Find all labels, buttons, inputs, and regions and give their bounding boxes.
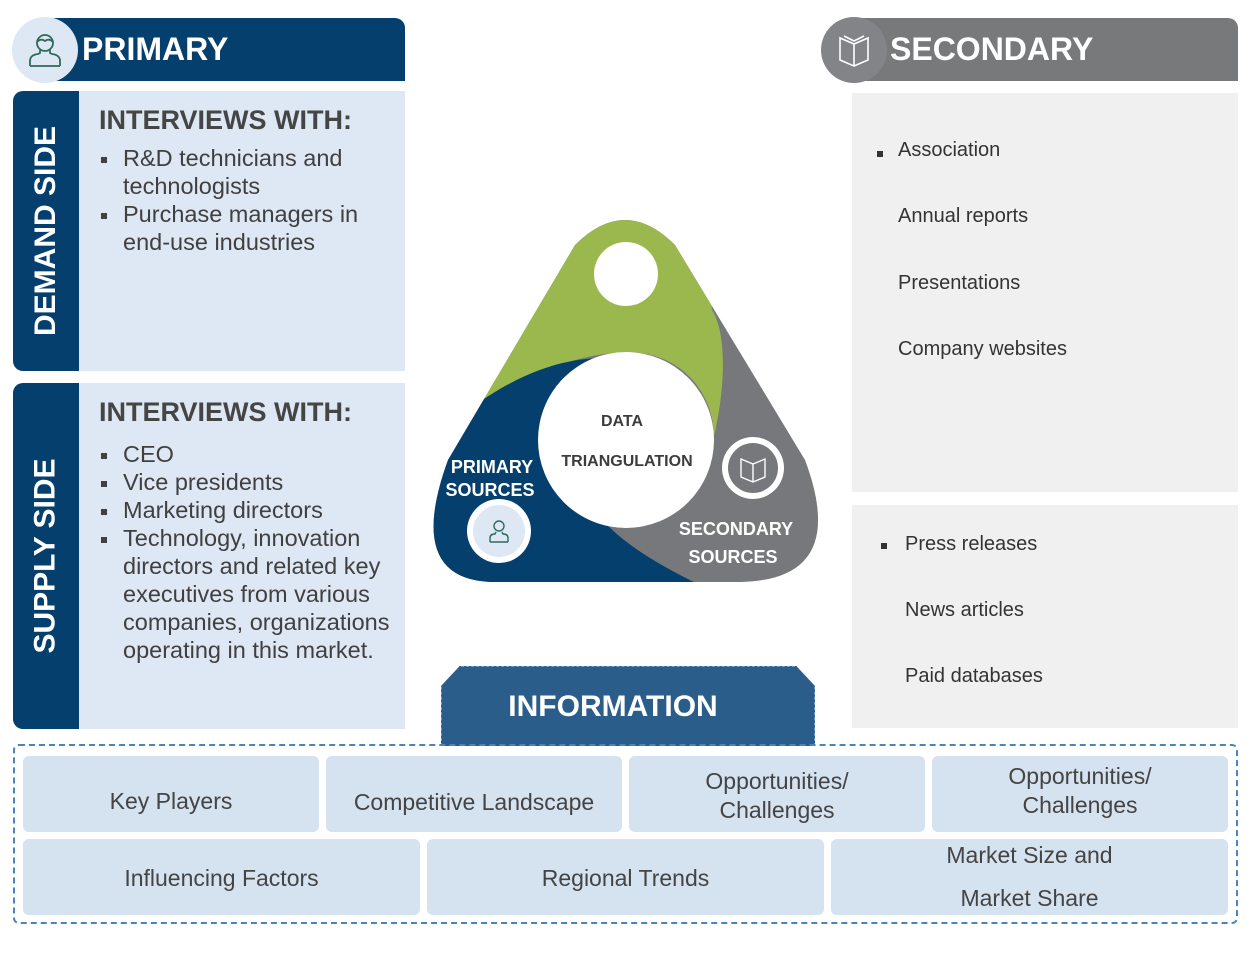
data-triangulation-diagram: DATA TRIANGULATION PRIMARY SOURCES SECON…	[433, 220, 819, 582]
supply-heading: INTERVIEWS WITH:	[99, 397, 352, 427]
info-cell-influencing-factors: Influencing Factors	[23, 839, 420, 915]
top-circle	[594, 242, 658, 306]
list-item: Marketing directors	[99, 496, 401, 524]
list-item: News articles	[905, 599, 1024, 621]
person-icon	[467, 499, 531, 563]
person-icon	[12, 17, 78, 83]
center-circle	[538, 352, 714, 528]
list-item: Paid databases	[905, 665, 1043, 687]
secondary-sources-box-2: Press releases News articles Paid databa…	[852, 505, 1238, 728]
primary-header: PRIMARY	[40, 18, 405, 81]
secondary-title: SECONDARY	[890, 31, 1094, 67]
info-cell-regional-trends: Regional Trends	[427, 839, 824, 915]
list-item: Association	[898, 139, 1001, 161]
info-cell-market-size: Market Size and Market Share	[831, 839, 1228, 915]
primary-label-1: PRIMARY	[451, 457, 533, 477]
demand-side-panel: INTERVIEWS WITH: R&D technicians and tec…	[79, 91, 405, 371]
list-item: Press releases	[905, 533, 1038, 555]
list-item: Company websites	[898, 338, 1067, 360]
center-label-2: TRIANGULATION	[561, 453, 692, 470]
demand-heading: INTERVIEWS WITH:	[99, 105, 352, 135]
book-icon	[722, 437, 784, 499]
secondary-label-2: SOURCES	[688, 547, 777, 567]
demand-side-label: DEMAND SIDE	[13, 91, 79, 371]
information-tab: INFORMATION	[441, 666, 815, 746]
list-item: Purchase managers in end-use industries	[99, 200, 405, 256]
primary-title: PRIMARY	[82, 31, 229, 67]
center-label-1: DATA	[601, 413, 644, 430]
information-container	[13, 744, 1238, 924]
info-cell-opportunities-challenges: Opportunities/ Challenges	[629, 756, 925, 832]
supply-side-panel: INTERVIEWS WITH: CEO Vice presidents Mar…	[79, 383, 405, 729]
list-item: CEO	[99, 440, 401, 468]
supply-side-label: SUPPLY SIDE	[13, 383, 79, 729]
info-cell-opportunities-challenges-2: Opportunities/ Challenges	[932, 756, 1228, 832]
list-item: Presentations	[898, 272, 1021, 294]
info-cell-key-players: Key Players	[23, 756, 319, 832]
list-item: R&D technicians and technologists	[99, 144, 405, 200]
info-cell-competitive-landscape: Competitive Landscape	[326, 756, 622, 832]
secondary-label-1: SECONDARY	[679, 519, 793, 539]
list-item: Annual reports	[898, 205, 1029, 227]
information-title: INFORMATION	[508, 689, 718, 723]
list-item: Technology, innovation directors and rel…	[99, 524, 401, 664]
list-item: Vice presidents	[99, 468, 401, 496]
book-icon	[821, 17, 887, 83]
primary-label-2: SOURCES	[445, 480, 534, 500]
secondary-sources-box-1: Association Annual reports Presentations…	[852, 93, 1238, 492]
secondary-header: SECONDARY	[850, 18, 1238, 81]
